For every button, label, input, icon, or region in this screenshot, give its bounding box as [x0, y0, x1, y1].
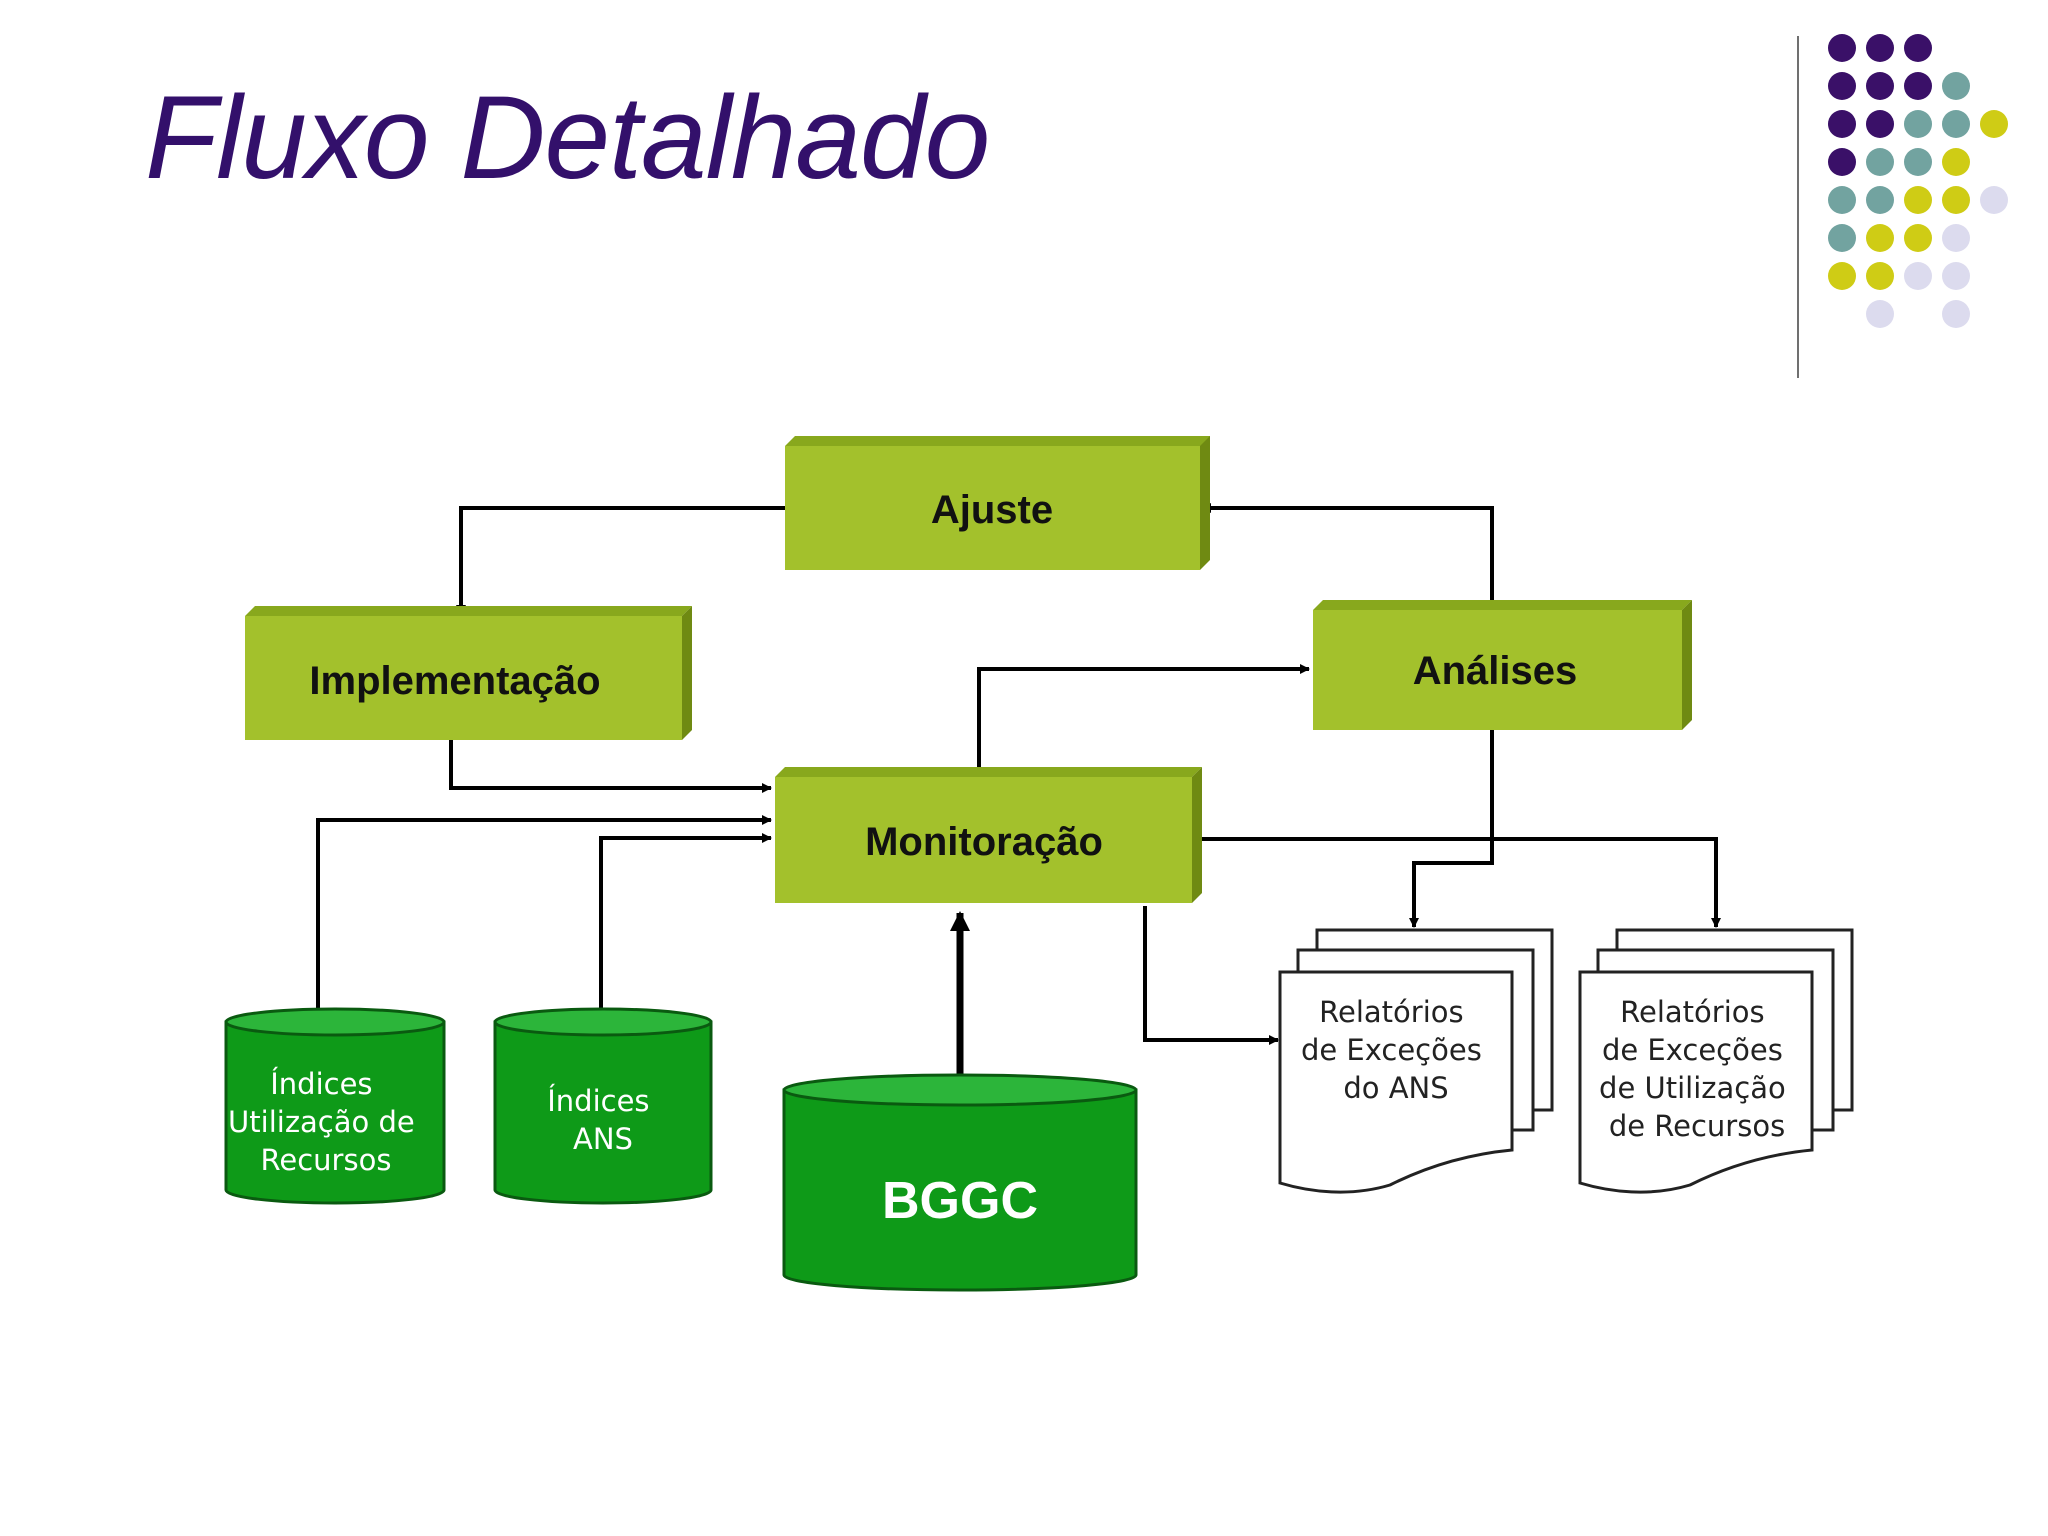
arrow-monitoracao-to-report-ans	[1143, 906, 1279, 1045]
decorative-dot	[1866, 148, 1894, 176]
process-monitoracao-label: Monitoração	[865, 820, 1103, 864]
arrow-monitoracao-to-analises	[977, 664, 1310, 775]
process-analises: Análises	[1313, 600, 1692, 730]
decorative-dot	[1866, 224, 1894, 252]
process-implementacao: Implementação	[245, 606, 692, 740]
decorative-dot	[1866, 262, 1894, 290]
arrow-indices-ans-to-monitoracao	[599, 833, 772, 1010]
report-excecoes-recursos-label: Relatórios de Exceções de Utilização de …	[1599, 995, 1795, 1143]
vertical-divider	[1797, 36, 1799, 378]
decorative-dot	[1904, 186, 1932, 214]
decorative-dot-grid	[1828, 34, 2008, 328]
process-ajuste-label: Ajuste	[931, 488, 1053, 532]
arrow-indices-recursos-to-monitoracao	[316, 815, 772, 1008]
process-ajuste: Ajuste	[785, 436, 1210, 570]
process-monitoracao: Monitoração	[775, 767, 1202, 903]
decorative-dot	[1942, 262, 1970, 290]
decorative-dot	[1828, 186, 1856, 214]
decorative-dot	[1866, 300, 1894, 328]
decorative-dot	[1904, 72, 1932, 100]
connectors	[316, 503, 1721, 1100]
decorative-dot	[1866, 34, 1894, 62]
decorative-dot	[1904, 34, 1932, 62]
decorative-dot	[1980, 110, 2008, 138]
report-excecoes-utilizacao-recursos: Relatórios de Exceções de Utilização de …	[1578, 928, 1854, 1194]
decorative-dot	[1866, 186, 1894, 214]
database-indices-utilizacao-recursos: Índices Utilização de Recursos	[224, 1007, 446, 1205]
decorative-dot	[1828, 224, 1856, 252]
database-indices-ans: Índices ANS	[493, 1007, 713, 1205]
slide-title: Fluxo Detalhado	[145, 72, 990, 204]
arrow-analises-to-report-ans	[1409, 730, 1494, 928]
arrow-monitoracao-to-report-recursos	[1188, 837, 1721, 928]
decorative-dot	[1942, 110, 1970, 138]
decorative-dot	[1828, 262, 1856, 290]
process-analises-label: Análises	[1413, 649, 1578, 693]
arrow-analises-to-ajuste	[1201, 503, 1494, 610]
decorative-dot	[1942, 224, 1970, 252]
decorative-dot	[1828, 34, 1856, 62]
decorative-dot	[1866, 110, 1894, 138]
database-indices-recursos-label: Índices Utilização de Recursos	[228, 1067, 424, 1177]
arrow-implementacao-to-monitoracao	[449, 740, 772, 793]
decorative-dot	[1866, 72, 1894, 100]
decorative-dot	[1828, 110, 1856, 138]
decorative-dot	[1942, 186, 1970, 214]
database-bggc-label: BGGC	[882, 1172, 1038, 1230]
decorative-dot	[1942, 148, 1970, 176]
arrow-ajuste-to-implementacao	[456, 506, 785, 615]
database-bggc: BGGC	[782, 1073, 1138, 1292]
decorative-dot	[1942, 300, 1970, 328]
process-implementacao-label: Implementação	[309, 659, 600, 703]
database-indices-ans-label: Índices ANS	[547, 1084, 659, 1156]
decorative-dot	[1942, 72, 1970, 100]
report-excecoes-ans: Relatórios de Exceções do ANS	[1278, 928, 1554, 1194]
decorative-dot	[1904, 110, 1932, 138]
decorative-dot	[1828, 148, 1856, 176]
report-excecoes-ans-label: Relatórios de Exceções do ANS	[1301, 995, 1491, 1105]
decorative-dot	[1904, 262, 1932, 290]
decorative-dot	[1828, 72, 1856, 100]
decorative-dot	[1980, 186, 2008, 214]
decorative-dot	[1904, 224, 1932, 252]
decorative-dot	[1904, 148, 1932, 176]
